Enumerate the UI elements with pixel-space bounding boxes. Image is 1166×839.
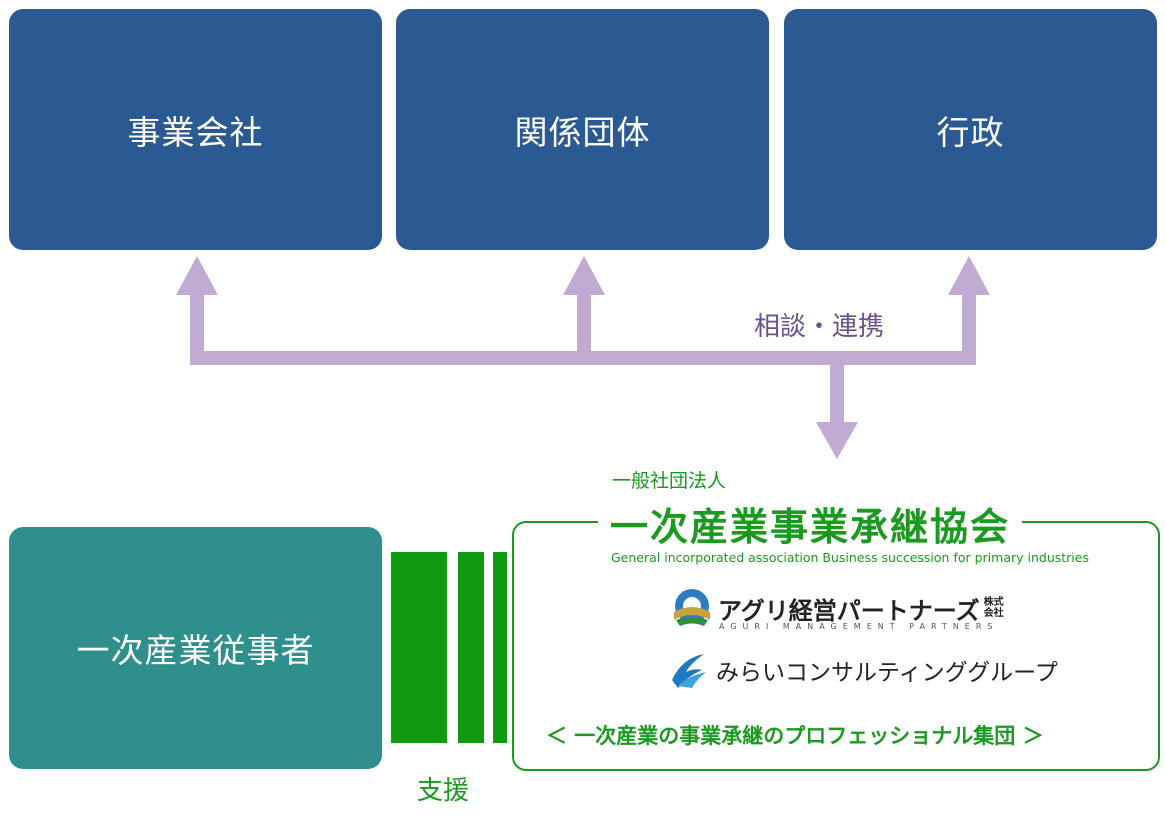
arrow-down-shaft [830,360,844,425]
association-prefix: 一般社団法人 [612,470,727,492]
support-label: 支援 [417,776,470,806]
association-name: 一次産業事業承継協会 [598,496,1023,551]
box-government-label: 行政 [936,112,1005,152]
partner-aguri-name: アグリ経営パートナーズ [718,596,980,625]
support-stripe-3 [493,552,507,743]
box-related-organizations-label: 関係団体 [514,112,651,152]
mirai-logo-icon [672,654,706,688]
arrow-up-head-1 [176,256,218,295]
partner-aguri-suffix: 株式 会社 [983,597,1004,619]
box-business-company: 事業会社 [9,9,382,250]
partner-mirai: みらいコンサルティンググループ [668,650,1058,690]
box-primary-industry-workers: 一次産業従事者 [9,527,382,769]
support-stripe-2 [458,552,484,743]
box-related-organizations: 関係団体 [396,9,769,250]
support-stripe-1 [391,552,447,743]
association-english-name: General incorporated association Busines… [611,550,1089,565]
aguri-logo-icon [674,589,710,626]
box-business-company-label: 事業会社 [127,112,264,152]
association-tagline: ＜ 一次産業の事業承継のプロフェッショナル集団 ＞ [546,724,1044,748]
partner-mirai-name: みらいコンサルティンググループ [716,660,1058,686]
arrow-up-head-2 [563,256,605,295]
consult-cooperation-label: 相談・連携 [754,312,885,342]
arrow-shaft-3 [962,290,976,365]
partner-aguri-subtitle: AGURI MANAGEMENT PARTNERS [719,622,999,631]
arrow-down-head [816,422,858,459]
box-primary-industry-workers-label: 一次産業従事者 [76,631,315,670]
arrow-shaft-1 [190,290,204,365]
box-government: 行政 [784,9,1157,250]
arrow-shaft-2 [577,290,591,365]
partner-aguri: アグリ経営パートナーズ 株式 会社 AGURI MANAGEMENT PARTN… [672,588,1004,631]
arrow-up-head-3 [948,256,990,295]
